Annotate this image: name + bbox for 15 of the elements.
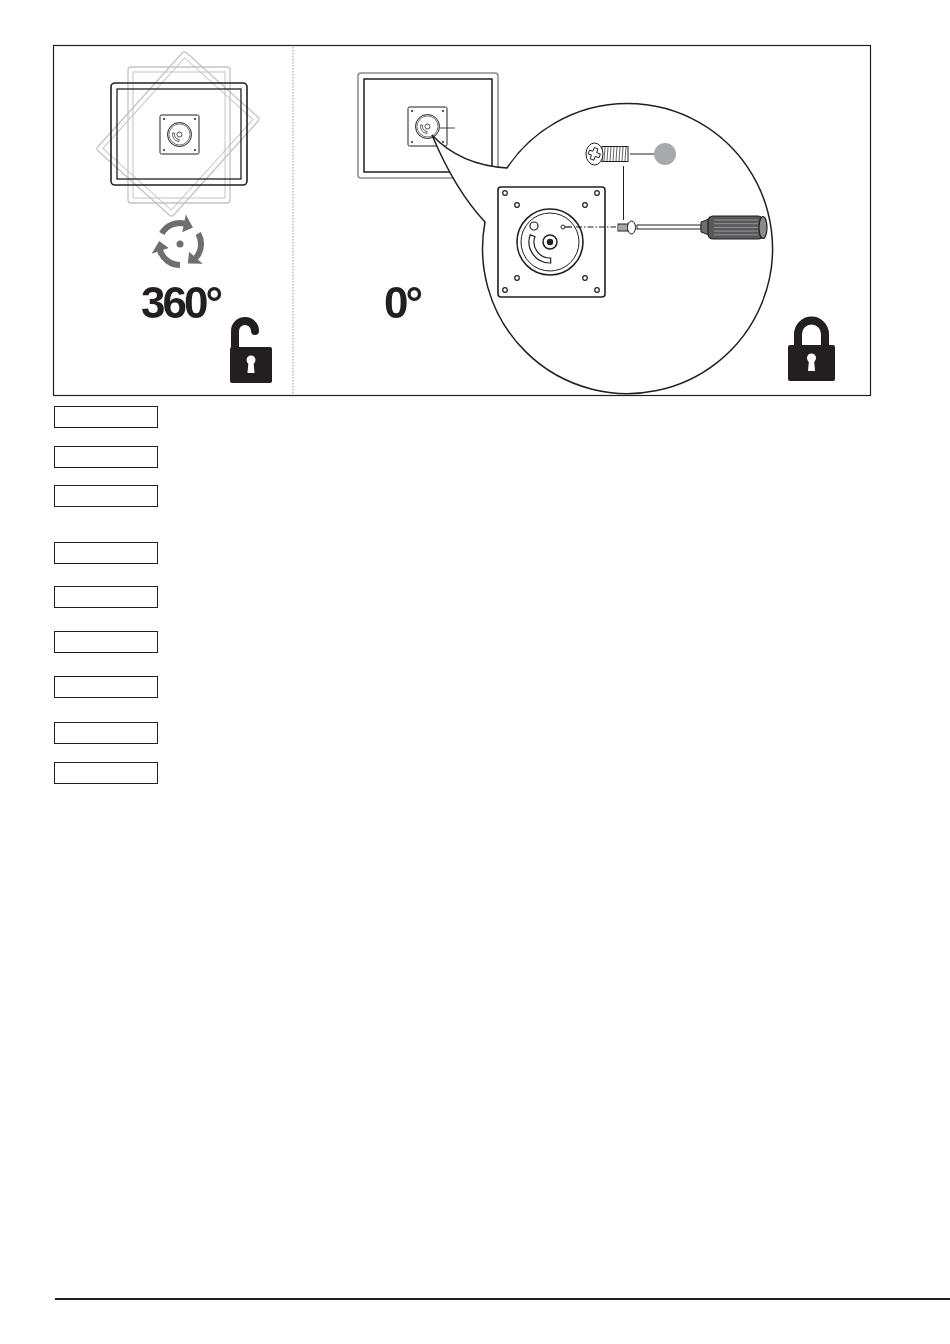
blank-label-box [54,762,158,784]
blank-label-box [54,542,158,564]
leader-line [629,153,655,155]
screw-icon [617,220,637,235]
blank-label-box [54,485,158,507]
rotation-angle-label: 360° [141,281,220,325]
blank-label-box [54,676,158,698]
blank-label-box [54,446,158,468]
screw-icon [585,142,630,166]
blank-label-box [54,586,158,608]
rotation-angle-label: 0° [384,281,421,325]
leader-line [623,165,624,221]
blank-label-box [54,722,158,744]
blank-label-box [54,406,158,428]
blank-label-box [54,631,158,653]
